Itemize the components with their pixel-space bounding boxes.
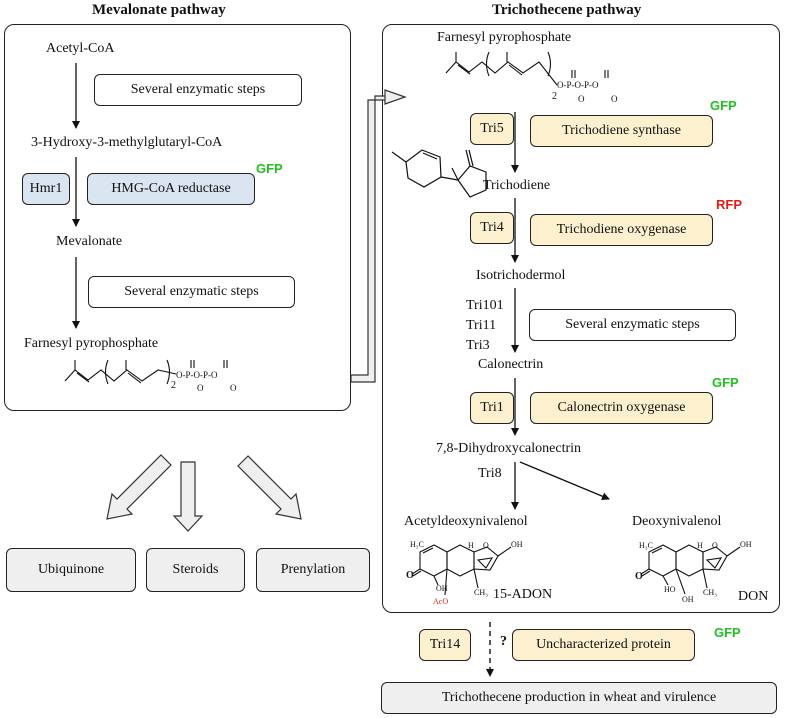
acetyl-coa-label: Acetyl-CoA — [46, 41, 115, 56]
acetyldeoxynivalenol-label: Acetyldeoxynivalenol — [404, 514, 528, 529]
trichothecene-title: Trichothecene pathway — [492, 2, 642, 18]
dihydroxycalonectrin-label: 7,8-Dihydroxycalonectrin — [436, 441, 582, 456]
adon-h3c: H₃C — [410, 540, 424, 549]
rfp-tag-tri4: RFP — [716, 197, 742, 212]
don-ring-o: O — [712, 541, 718, 550]
o-minus-right-2: O — [611, 94, 618, 104]
o-minus-left-2: O — [230, 383, 237, 393]
enzymatic-steps-box-2: Several enzymatic steps — [88, 276, 295, 308]
don-ho: HO — [664, 585, 676, 594]
tri11-label: Tri11 — [466, 318, 497, 333]
adon-ketone-o: O — [406, 570, 414, 581]
question-mark: ? — [500, 634, 507, 649]
tri4-box: Tri4 — [470, 212, 514, 244]
adon-label: 15-ADON — [493, 587, 553, 602]
trichodiene-label: Trichodiene — [483, 178, 551, 193]
ubiquinone-box: Ubiquinone — [6, 548, 136, 592]
adon-oh-top: OH — [511, 540, 523, 549]
don-h3c: H₃C — [639, 541, 653, 550]
tri101-label: Tri101 — [466, 298, 504, 313]
adon-oh: OH — [436, 584, 448, 593]
gfp-tag-tri1: GFP — [712, 375, 739, 390]
adon-ring-o: O — [483, 541, 489, 550]
uncharacterized-protein-box: Uncharacterized protein — [512, 629, 695, 661]
enzymatic-steps-box-1: Several enzymatic steps — [94, 74, 302, 106]
isotrichodermol-label: Isotrichodermol — [476, 268, 566, 283]
adon-aco: AcO — [433, 597, 449, 606]
trichodiene-synthase-box: Trichodiene synthase — [530, 115, 713, 147]
tri14-box: Tri14 — [419, 629, 471, 661]
mevalonate-label: Mevalonate — [56, 234, 123, 249]
enzymatic-steps-box-3: Several enzymatic steps — [529, 309, 736, 341]
prenylation-box: Prenylation — [256, 548, 370, 592]
hmg-coa-label: 3-Hydroxy-3-methylglutaryl-CoA — [31, 135, 223, 150]
farnesyl-label-right: Farnesyl pyrophosphate — [437, 30, 572, 45]
gfp-tag-tri14: GFP — [714, 625, 741, 640]
gfp-tag-hmr1: GFP — [256, 161, 283, 176]
don-ketone-o: O — [635, 571, 643, 582]
farnesyl-label-left: Farnesyl pyrophosphate — [24, 336, 159, 351]
gfp-tag-tri5: GFP — [710, 98, 737, 113]
production-box: Trichothecene production in wheat and vi… — [381, 682, 777, 714]
deoxynivalenol-label: Deoxynivalenol — [632, 514, 722, 529]
trichodiene-oxygenase-box: Trichodiene oxygenase — [530, 214, 713, 246]
tri8-label: Tri8 — [478, 466, 502, 481]
don-label: DON — [738, 589, 769, 604]
ppo-chain-right: O-P-O-P-O — [557, 80, 599, 90]
output-arrows — [106, 454, 302, 532]
tri3-label: Tri3 — [466, 338, 490, 353]
tri1-box: Tri1 — [470, 392, 514, 424]
adon-h: H — [468, 541, 474, 550]
steroids-box: Steroids — [146, 548, 245, 592]
mevalonate-title: Mevalonate pathway — [92, 2, 226, 18]
hmr1-box: Hmr1 — [22, 173, 70, 205]
calonectrin-label: Calonectrin — [478, 357, 544, 372]
don-ch3: CH₃ — [703, 588, 717, 597]
o-minus-left-1: O — [197, 383, 204, 393]
tri5-box: Tri5 — [470, 113, 514, 145]
o-minus-right-1: O — [578, 94, 585, 104]
calonectrin-oxygenase-box: Calonectrin oxygenase — [530, 392, 713, 424]
ppo-chain-left: O-P-O-P-O — [176, 370, 218, 380]
don-h: H — [697, 541, 703, 550]
subscript-2-left: 2 — [171, 380, 176, 391]
adon-ch3: CH₃ — [474, 588, 488, 597]
don-oh-top: OH — [740, 540, 752, 549]
hmg-coa-reductase-box: HMG-CoA reductase — [87, 173, 255, 205]
don-oh: OH — [682, 595, 694, 604]
subscript-2-right: 2 — [552, 91, 557, 102]
